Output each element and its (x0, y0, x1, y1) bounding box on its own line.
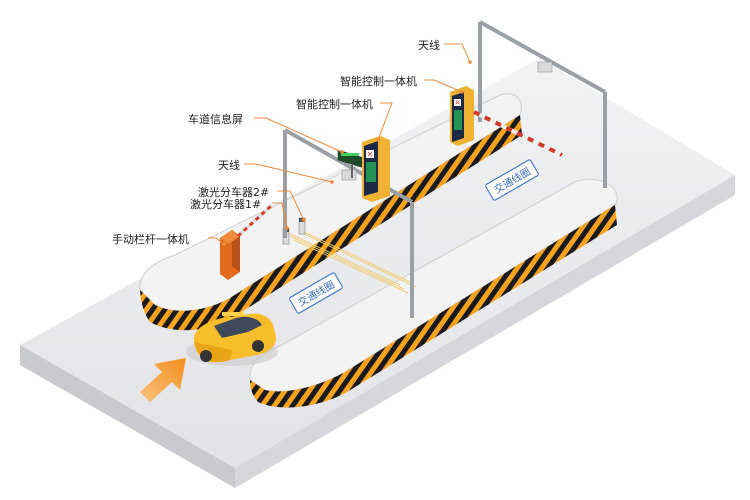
antenna-device-front (341, 169, 357, 181)
manual-barrier-unit (220, 203, 274, 280)
label-laser-separator-1: 激光分车器1# (190, 198, 262, 211)
ground-platform (20, 58, 735, 488)
label-antenna-top: 天线 (418, 39, 440, 52)
antenna-device-back (537, 61, 553, 73)
smart-controller-middle: ✕ (362, 136, 390, 202)
smart-controller-top: ✕ (450, 86, 474, 146)
label-smart-controller-top: 智能控制一体机 (340, 75, 417, 88)
svg-text:✕: ✕ (367, 150, 374, 159)
direction-arrow-icon (140, 358, 186, 402)
svg-text:✕: ✕ (455, 99, 461, 107)
label-manual-barrier: 手动栏杆一体机 (112, 233, 189, 246)
label-laser-separator-2: 激光分车器2# (198, 186, 270, 199)
laser-beams (285, 229, 417, 294)
label-antenna-left: 天线 (218, 159, 240, 172)
laser-separator-2 (298, 217, 306, 235)
car (186, 312, 278, 366)
antenna-gantry-back (478, 20, 607, 188)
leader-lines (208, 43, 472, 246)
label-smart-controller-middle: 智能控制一体机 (296, 98, 373, 111)
label-lane-info-screen: 车道信息屏 (188, 113, 243, 126)
auto-barrier-arm (473, 110, 563, 157)
